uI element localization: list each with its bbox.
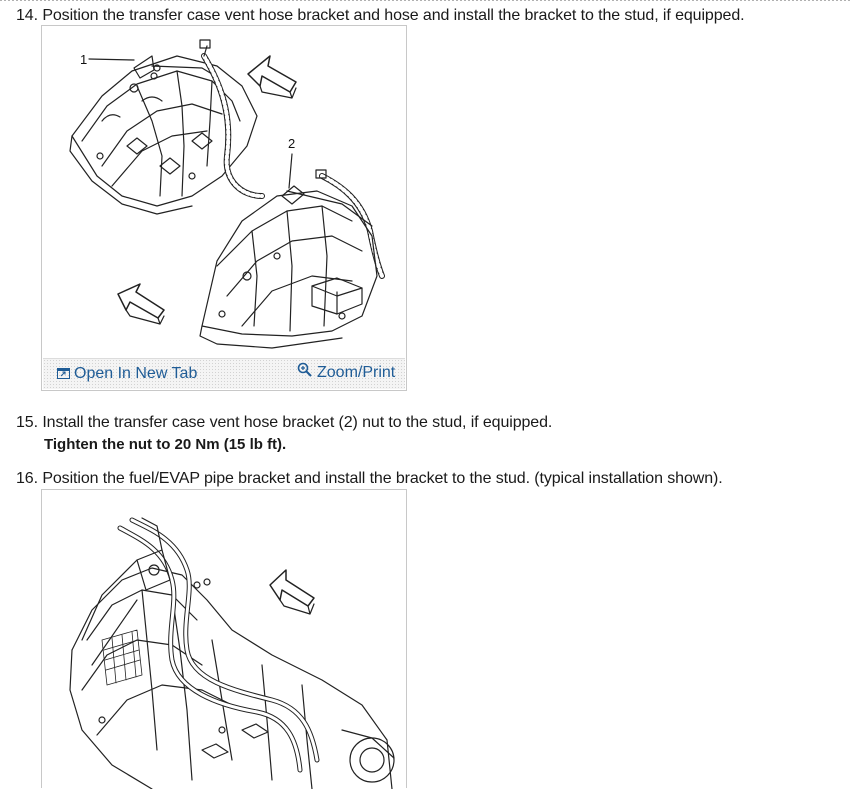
step-number: 14. [16, 7, 38, 24]
open-new-tab-link[interactable]: Open In New Tab [57, 365, 197, 383]
step-text: Install the transfer case vent hose brac… [42, 414, 553, 431]
top-divider [0, 0, 850, 2]
figure-transfer-case-vent-hose: 1 2 Open In New Tab Zoom/P [41, 25, 407, 391]
direction-arrow-icon [269, 569, 315, 615]
open-new-tab-label: Open In New Tab [74, 365, 198, 382]
torque-specification: Tighten the nut to 20 Nm (15 lb ft). [44, 436, 287, 453]
figure-fuel-evap-bracket [41, 489, 407, 789]
open-new-tab-icon [57, 368, 70, 379]
direction-arrow-icon [247, 55, 297, 99]
callout-label-2: 2 [288, 136, 295, 151]
illustration-transmission-fuel-evap-pipe [69, 517, 395, 789]
zoom-print-label: Zoom/Print [317, 364, 396, 381]
step-16: 16. Position the fuel/EVAP pipe bracket … [16, 469, 723, 489]
step-text: Position the fuel/EVAP pipe bracket and … [42, 470, 723, 487]
step-text: Position the transfer case vent hose bra… [42, 7, 745, 24]
step-number: 16. [16, 470, 38, 487]
zoom-icon [297, 362, 312, 377]
illustration-transmission-vent-hose: 1 2 [69, 39, 385, 349]
figure-toolbar: Open In New Tab Zoom/Print [43, 358, 405, 389]
zoom-print-link[interactable]: Zoom/Print [297, 362, 395, 382]
direction-arrow-icon [117, 283, 165, 325]
step-number: 15. [16, 414, 38, 431]
step-15: 15. Install the transfer case vent hose … [16, 413, 552, 433]
callout-label-1: 1 [80, 52, 87, 67]
step-14: 14. Position the transfer case vent hose… [16, 6, 745, 26]
